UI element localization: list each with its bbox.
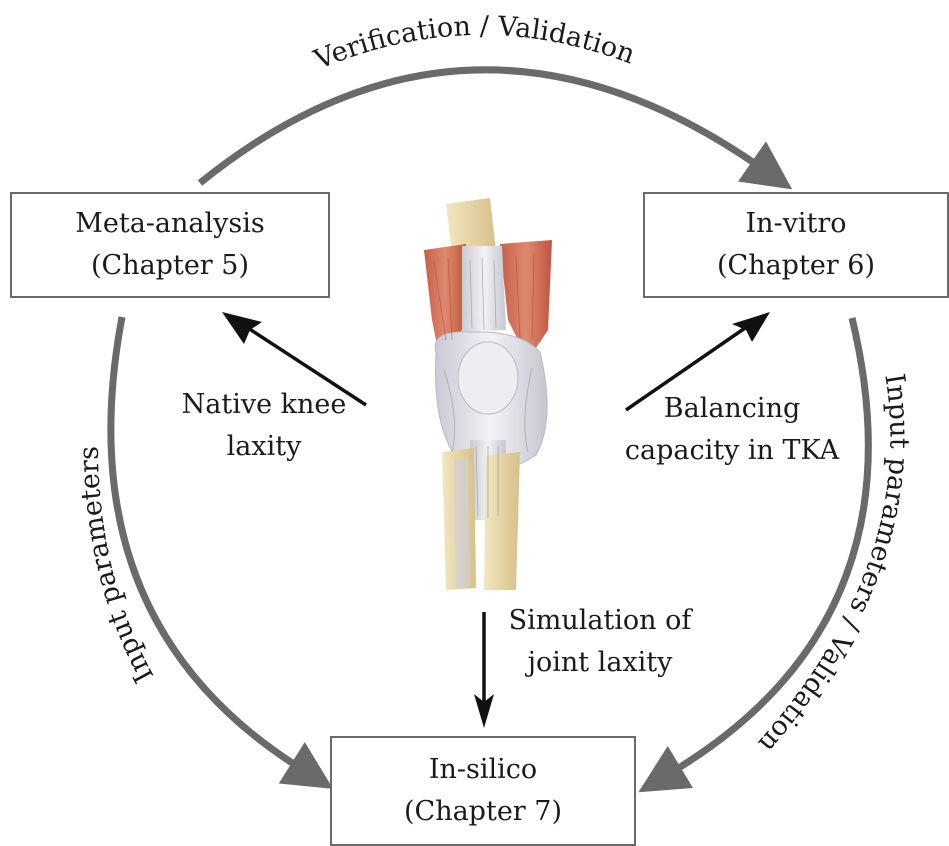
label-native-knee-laxity: Native knee laxity bbox=[158, 384, 370, 468]
box-in-vitro: In-vitro (Chapter 6) bbox=[643, 192, 949, 298]
native-line1: Native knee bbox=[158, 384, 370, 426]
knee-joint-image bbox=[424, 198, 552, 590]
simulation-line2: joint laxity bbox=[490, 642, 710, 684]
box-in-silico: In-silico (Chapter 7) bbox=[330, 736, 636, 846]
in-vitro-title: In-vitro bbox=[745, 203, 846, 245]
meta-analysis-title: Meta-analysis bbox=[75, 203, 265, 245]
in-vitro-chapter: (Chapter 6) bbox=[717, 245, 875, 287]
arrow-vitro-to-silico bbox=[672, 318, 868, 772]
in-silico-chapter: (Chapter 7) bbox=[404, 791, 562, 833]
arrow-meta-to-vitro bbox=[200, 70, 760, 183]
meta-analysis-chapter: (Chapter 5) bbox=[91, 245, 249, 287]
box-meta-analysis: Meta-analysis (Chapter 5) bbox=[10, 192, 330, 298]
label-simulation-joint-laxity: Simulation of joint laxity bbox=[490, 600, 710, 684]
label-balancing-capacity: Balancing capacity in TKA bbox=[606, 388, 858, 472]
balancing-line1: Balancing bbox=[606, 388, 858, 430]
in-silico-title: In-silico bbox=[429, 749, 537, 791]
simulation-line1: Simulation of bbox=[490, 600, 710, 642]
balancing-line2: capacity in TKA bbox=[606, 430, 858, 472]
native-line2: laxity bbox=[158, 426, 370, 468]
